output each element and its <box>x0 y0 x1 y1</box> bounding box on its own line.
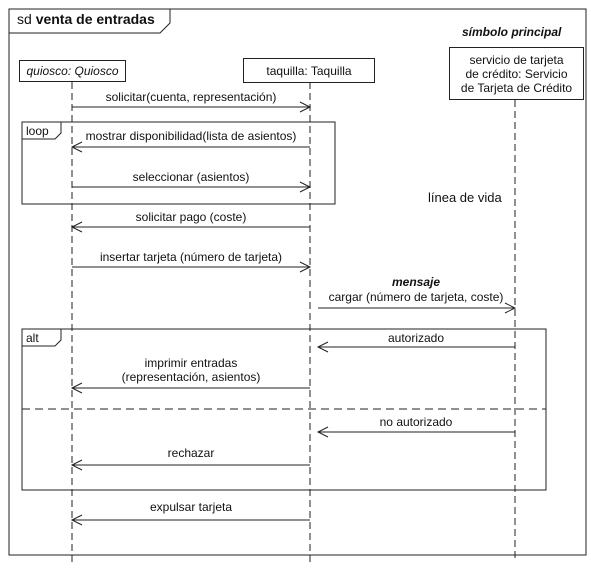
participant-card-label-line-2: de crédito: Servicio <box>465 66 568 81</box>
participant-card-label-line-3: de Tarjeta de Crédito <box>460 80 573 95</box>
participant-card: servicio de tarjeta de crédito: Servicio… <box>449 47 584 100</box>
participant-kiosk: quiosco: Quiosco <box>19 60 126 82</box>
frame-keyword: sd <box>17 11 32 27</box>
message-label-2: mostrar disponibilidad(lista de asientos… <box>85 129 297 143</box>
callout-message: mensaje <box>391 275 441 289</box>
participant-kiosk-label: quiosco: Quiosco <box>26 64 119 78</box>
frame-title: sd venta de entradas <box>17 11 155 27</box>
sd-frame-tab <box>9 9 171 34</box>
message-label-8-line-2: (representación, asientos) <box>121 370 261 384</box>
loop-operator-label: loop <box>26 124 49 138</box>
message-arrow-3 <box>72 181 312 193</box>
message-arrow-7 <box>316 341 515 353</box>
loop-fragment-tab <box>22 122 62 140</box>
loop-fragment <box>21 121 336 205</box>
participant-card-label-line-1: servicio de tarjeta <box>469 52 564 67</box>
message-arrow-1 <box>72 101 312 113</box>
message-arrow-4 <box>70 221 310 233</box>
alt-operator-label: alt <box>26 331 39 345</box>
message-arrow-8 <box>70 382 310 394</box>
message-label-8: imprimir entradas (representación, asien… <box>122 356 261 384</box>
message-arrow-9 <box>316 426 515 438</box>
message-arrow-6 <box>318 302 517 314</box>
message-label-6: cargar (número de tarjeta, coste) <box>328 290 504 304</box>
frame-name: venta de entradas <box>35 11 155 27</box>
message-arrow-10 <box>70 459 310 471</box>
message-label-7: autorizado <box>387 331 445 345</box>
message-arrow-2 <box>70 141 310 153</box>
message-label-4: solicitar pago (coste) <box>135 210 247 224</box>
message-label-8-line-1: imprimir entradas <box>144 356 238 370</box>
callout-principal-symbol: símbolo principal <box>462 25 562 39</box>
message-arrow-5 <box>72 261 312 273</box>
callout-lifeline: línea de vida <box>428 190 502 205</box>
participant-ticket: taquilla: Taquilla <box>243 58 375 83</box>
alt-fragment-tab <box>22 329 62 347</box>
message-label-10: rechazar <box>167 446 215 460</box>
participant-ticket-label: taquilla: Taquilla <box>266 63 352 78</box>
message-label-9: no autorizado <box>379 415 453 429</box>
message-label-5: insertar tarjeta (número de tarjeta) <box>99 250 283 264</box>
message-label-11: expulsar tarjeta <box>149 500 233 514</box>
sd-frame <box>8 8 587 556</box>
message-label-3: seleccionar (asientos) <box>132 170 250 184</box>
message-arrow-11 <box>70 514 310 526</box>
message-label-1: solicitar(cuenta, representación) <box>105 90 277 104</box>
